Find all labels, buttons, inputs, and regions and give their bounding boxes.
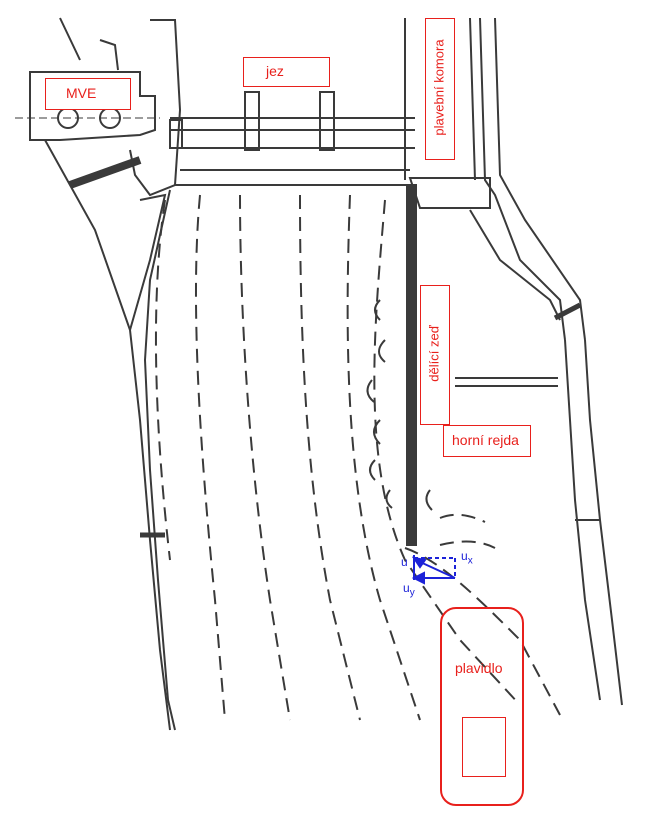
eddy-line-2 — [439, 513, 486, 523]
plavidlo-label: plavidlo — [455, 660, 503, 676]
weir-pier-1 — [244, 91, 260, 151]
mve-label: MVE — [66, 85, 97, 101]
lock-wall-far-right — [494, 17, 586, 341]
left-bank-outer — [44, 139, 171, 731]
vector-uy-subscript: y — [409, 587, 415, 599]
mve-building — [29, 71, 156, 141]
delici-zed-label-box — [420, 285, 450, 425]
eddy-line-1 — [439, 540, 496, 549]
vector-u-head — [411, 556, 427, 569]
mve-label-box — [45, 78, 131, 110]
weir-abutment — [169, 119, 183, 149]
vector-u — [417, 560, 456, 579]
eddies — [366, 299, 433, 511]
lock-wall-right — [479, 17, 566, 341]
jez-label-box — [243, 57, 330, 87]
jez-label: jez — [266, 63, 284, 79]
streamline-5 — [373, 199, 521, 706]
streamline-1 — [194, 194, 226, 721]
streamline-7 — [154, 199, 171, 561]
vector-ux-symbol: u — [461, 549, 468, 563]
horni-rejda-label-box — [443, 425, 531, 457]
dividing-wall — [406, 184, 417, 546]
mve-outlet-bar — [68, 156, 142, 189]
right-bank-outer — [584, 339, 623, 706]
vessel-outline — [440, 607, 524, 806]
streamlines — [154, 194, 561, 721]
left-bank-inner — [143, 189, 176, 731]
streamline-3 — [299, 194, 361, 721]
lock-gate-head — [408, 177, 491, 209]
vector-ux-subscript: x — [467, 555, 473, 567]
lock-wall-inner — [469, 17, 476, 181]
velocity-vectors — [411, 555, 456, 585]
vector-u-label: u — [401, 555, 408, 569]
vector-uy-label: uy — [403, 581, 415, 598]
delici-zed-label: dělící zeď — [426, 325, 442, 382]
right-bank-inner — [564, 339, 601, 701]
streamline-2 — [239, 194, 291, 721]
left-guide-wall — [129, 193, 167, 331]
vector-ux-label: ux — [461, 549, 473, 566]
horni-rejda-label: horní rejda — [452, 432, 519, 448]
right-bank-mark — [553, 302, 582, 321]
left-top-lines — [59, 17, 119, 71]
lock-inner-curve — [469, 209, 561, 321]
streamline-6 — [404, 547, 561, 716]
plavebni-komora-label: plavební komora — [431, 39, 447, 136]
vessel-cabin — [462, 717, 506, 777]
weir-pier-2 — [319, 91, 335, 151]
left-pier — [129, 19, 182, 197]
plavebni-komora-label-box — [425, 18, 455, 160]
vector-uy-head — [411, 571, 425, 585]
vector-uy-symbol: u — [403, 581, 410, 595]
